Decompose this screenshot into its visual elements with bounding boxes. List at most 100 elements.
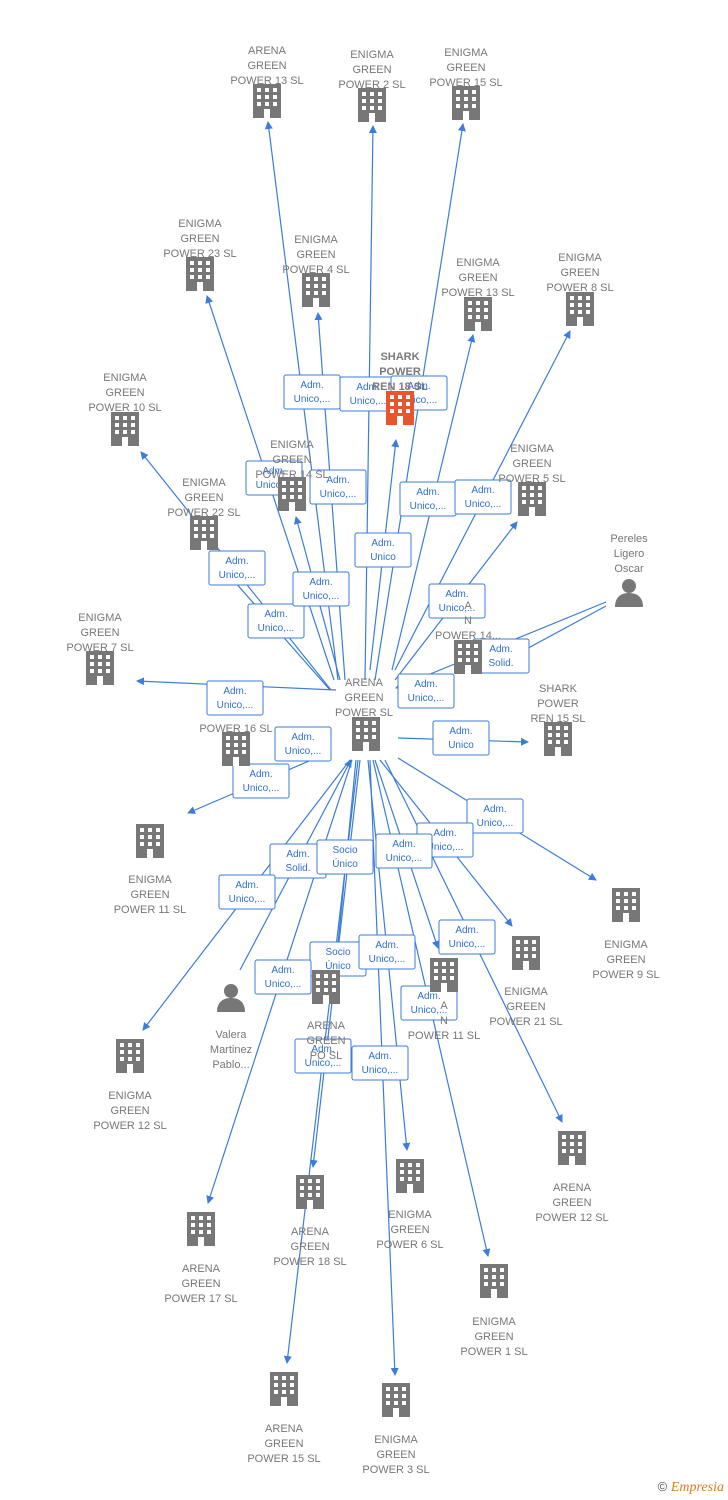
node-label: ENIGMA [294, 234, 338, 246]
node-label: POWER 14 SL [255, 469, 328, 481]
node-label: A [464, 600, 472, 612]
building-icon [454, 640, 482, 674]
node-valera[interactable]: ValeraMartinezPablo... [210, 984, 252, 1071]
relation-label-r5[interactable]: Adm.Unico,... [309, 469, 367, 505]
node-label: Pablo... [212, 1059, 249, 1071]
relation-label-r20[interactable]: Adm.Unico,... [466, 798, 524, 834]
node-label: ARENA [182, 1263, 221, 1275]
brand-name: Empresia [670, 1480, 724, 1495]
relation-box [354, 532, 412, 568]
relation-label-r11[interactable]: Adm.Unico,... [397, 673, 455, 709]
relation-label-r16[interactable]: Adm.Unico,... [351, 1045, 409, 1081]
building-icon [518, 482, 546, 516]
footer-brand[interactable]: © Empresia [658, 1479, 724, 1496]
building-icon [612, 888, 640, 922]
relation-label-r1[interactable]: Adm.Unico,... [283, 374, 341, 410]
relation-text: Adm. [416, 487, 439, 498]
relation-text: Adm. [471, 485, 494, 496]
relation-label-r23[interactable]: Adm.Unico,... [218, 874, 276, 910]
node-label: POWER 6 SL [376, 1239, 443, 1251]
relation-label-r2[interactable]: Adm.Unico,... [339, 376, 397, 412]
relation-text: Adm. [311, 1044, 334, 1055]
node-label: SHARK [380, 351, 419, 363]
building-icon [558, 1131, 586, 1165]
relation-label-r7[interactable]: Adm.Unico,... [454, 479, 512, 515]
node-label: GREEN [80, 627, 119, 639]
relation-box [454, 479, 512, 515]
node-label: POWER 9 SL [592, 969, 659, 981]
relation-label-r12[interactable]: Adm.Unico,... [247, 603, 305, 639]
node-label: ARENA [291, 1226, 330, 1238]
relation-text: Adm. [489, 644, 512, 655]
relation-text: Unico,... [386, 853, 423, 864]
relation-label-r31[interactable]: Adm.Unico,... [294, 1038, 352, 1074]
relation-text: Unico,... [427, 842, 464, 853]
relation-text: Adm. [449, 726, 472, 737]
node-label: REN 18 SL [372, 381, 428, 393]
building-icon [187, 1212, 215, 1246]
relation-text: Adm. [455, 925, 478, 936]
relation-label-r27[interactable]: Adm.Unico,... [254, 959, 312, 995]
relation-label-r30[interactable]: Adm.Unico,... [400, 985, 458, 1021]
node-label: POWER SL [335, 707, 393, 719]
relation-box [466, 798, 524, 834]
relation-text: Adm. [326, 475, 349, 486]
relation-label-r8[interactable]: Adm.Unico [354, 532, 412, 568]
relation-label-r14[interactable]: Adm.Unico,... [206, 680, 264, 716]
relation-label-r17[interactable]: Adm.Unico [432, 720, 490, 756]
relation-label-r19[interactable]: Adm.Unico,... [232, 763, 290, 799]
relation-label-r15[interactable]: Adm.Unico,... [292, 571, 350, 607]
building-icon [116, 1039, 144, 1073]
node-label: ENIGMA [350, 49, 394, 61]
relation-box [208, 550, 266, 586]
node-label: POWER 23 SL [163, 248, 236, 260]
relation-label-r9[interactable]: Adm.Unico,... [208, 550, 266, 586]
relation-label-r29[interactable]: Adm.Unico,... [438, 919, 496, 955]
node-label: ENIGMA [374, 1434, 418, 1446]
relation-text: Unico,... [294, 394, 331, 405]
relation-label-r6[interactable]: Adm.Unico,... [399, 481, 457, 517]
relation-text: Único [332, 857, 358, 870]
relation-label-r10[interactable]: Adm.Unico,... [428, 583, 486, 619]
relation-label-r18[interactable]: Adm.Unico,... [274, 726, 332, 762]
node-label: GREEN [264, 1438, 303, 1450]
building-icon [386, 391, 414, 425]
node-eg16[interactable]: POWER 16 SL [199, 723, 273, 766]
relation-label-r28[interactable]: Adm.Unico,... [358, 934, 416, 970]
relation-text: Unico,... [362, 1065, 399, 1076]
relation-label-r25[interactable]: Adm.Unico,... [375, 833, 433, 869]
node-label: GREEN [506, 1001, 545, 1013]
node-label: POWER 11 SL [114, 904, 187, 916]
